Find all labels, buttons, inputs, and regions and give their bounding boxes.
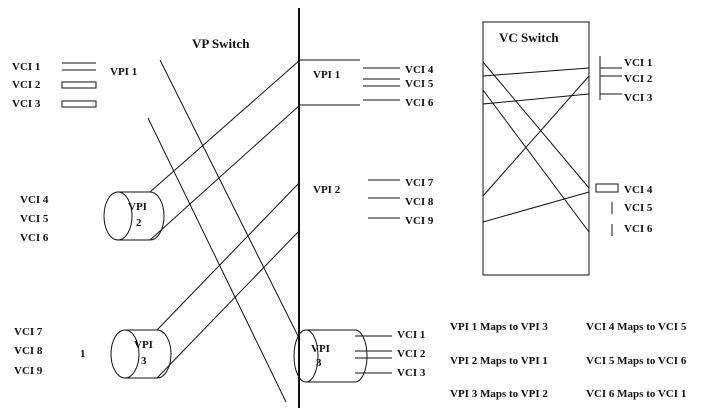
vp-out-vci1: VCI 1 [397,329,425,341]
vpi3-out-cylinder-front [294,330,318,382]
vpi3-out-label-a: VPI [311,343,330,355]
left-vpi-1-label: VPI 1 [110,66,137,78]
path-vpi3-b [157,230,300,378]
vc-path-5 [483,76,589,196]
vc-path-4 [483,94,589,104]
left-vci-1: VCI 1 [12,61,40,73]
left-group-2: VCI 4 VCI 5 VCI 6 VPI 2 [20,192,164,244]
vc-map-3: VCI 6 Maps to VCI 1 [586,388,686,400]
vp-out-vci4: VCI 4 [405,64,434,76]
left-stray-mark: 1 [80,348,86,360]
vp-map-1: VPI 1 Maps to VPI 3 [450,321,548,333]
left-vci-8: VCI 8 [14,345,43,357]
vc-out-vci3: VCI 3 [624,92,653,104]
path-vpi3-a [157,182,300,330]
vp-out-vci8: VCI 8 [405,196,434,208]
vc-map-2: VCI 5 Maps to VCI 6 [586,355,687,367]
vpi3-out-label-b: 3 [316,357,322,369]
left-vci-4: VCI 4 [20,194,49,206]
path-vpi1-a [160,60,300,340]
vc-out-vci4: VCI 4 [624,184,653,196]
vc-map-1: VCI 4 Maps to VCI 5 [586,321,687,333]
vpi3-cylinder-front [111,330,139,378]
left-vci-3: VCI 3 [12,98,41,110]
vpi2-cylinder-back [150,192,164,240]
left-vci-9: VCI 9 [14,365,43,377]
vc-out-vci4-channel [596,184,618,192]
vp-out-vpi3: VPI 3 VCI 1 VCI 2 VCI 3 [294,329,426,382]
vc-out-vci2: VCI 2 [624,73,653,85]
vc-switch-title: VC Switch [499,30,559,45]
vpi3-label-a: VPI [134,339,153,351]
vc-switch-box [483,22,589,275]
vp-out-vpi2: VPI 2 VCI 7 VCI 8 VCI 9 [313,177,434,227]
vc-out-vci5: VCI 5 [624,202,653,214]
left-group-3: VCI 7 VCI 8 VCI 9 1 VPI 3 [14,326,171,378]
vc-out-vci6: VCI 6 [624,223,653,235]
vp-switch-title: VP Switch [192,36,250,51]
vc-path-6 [483,192,589,222]
mapping-legend: VPI 1 Maps to VPI 3 VPI 2 Maps to VPI 1 … [450,321,687,400]
vp-out-vpi2-label: VPI 2 [313,184,341,196]
vpi2-label-b: 2 [136,217,142,229]
left-vci-2-channel [62,82,96,88]
vc-path-1 [483,62,589,188]
vp-out-vci7: VCI 7 [405,177,434,189]
vc-path-3 [483,90,589,232]
left-vci-7: VCI 7 [14,326,43,338]
vpi3-out-cylinder-back [355,330,367,382]
vc-out-vci1: VCI 1 [624,57,652,69]
vpi3-out-cylinder-body [306,330,355,382]
left-vci-2: VCI 2 [12,79,41,91]
vpi2-cylinder-body [118,192,150,240]
vc-out-top: VCI 1 VCI 2 VCI 3 [600,56,653,104]
left-group-1: VCI 1 VCI 2 VCI 3 VPI 1 [12,61,137,110]
vc-path-2 [483,68,589,76]
vpi2-label-a: VPI [128,201,147,213]
vpi3-cylinder-body [125,330,157,378]
vp-map-3: VPI 3 Maps to VPI 2 [450,388,548,400]
vp-out-vci9: VCI 9 [405,215,434,227]
vp-out-vci5: VCI 5 [405,78,434,90]
vp-map-2: VPI 2 Maps to VPI 1 [450,355,548,367]
vpi3-label-b: 3 [141,355,147,367]
left-vci-6: VCI 6 [20,232,49,244]
vc-crossing-paths [483,62,589,232]
vp-out-vpi1: VPI 1 VCI 4 VCI 5 VCI 6 [299,60,434,109]
vc-out-bottom: VCI 4 VCI 5 VCI 6 [596,184,653,236]
left-vci-5: VCI 5 [20,213,49,225]
vp-out-vpi1-label: VPI 1 [313,69,340,81]
left-vci-3-channel [62,101,96,107]
vp-out-vci6: VCI 6 [405,97,434,109]
vp-out-vci2: VCI 2 [397,348,426,360]
path-vpi1-b [148,118,286,402]
vp-out-vci3: VCI 3 [397,367,426,379]
vpi2-cylinder-front [104,192,132,240]
